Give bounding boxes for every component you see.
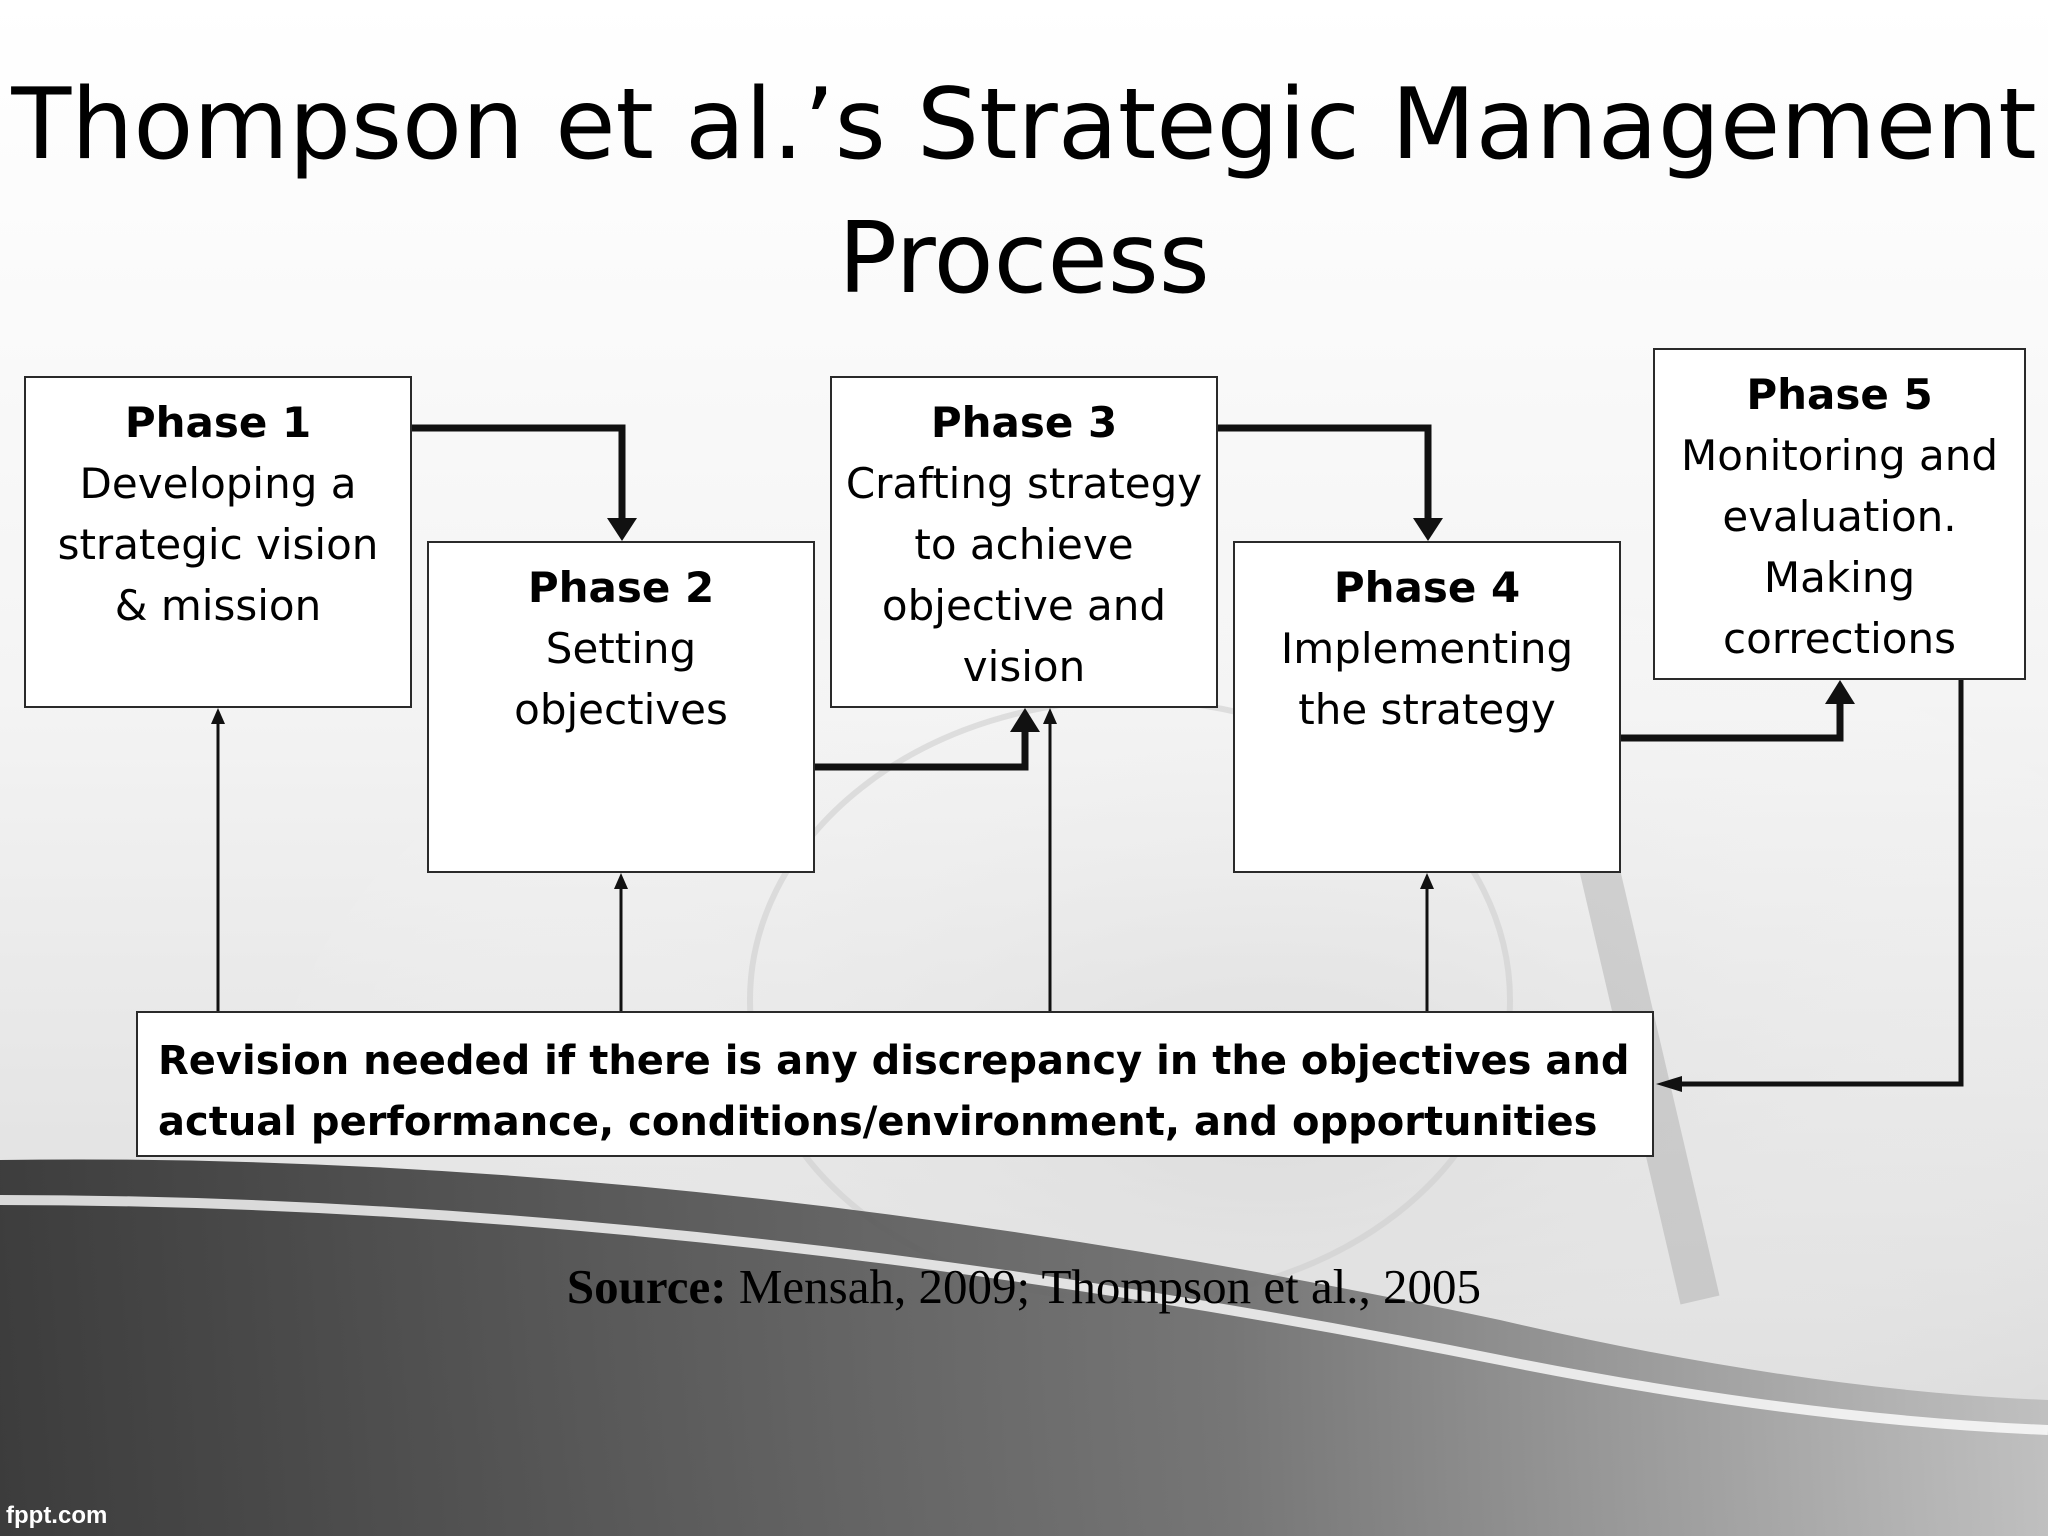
phase-4-text-line: the strategy bbox=[1298, 685, 1556, 734]
slide-title: Thompson et al.’s Strategic Management P… bbox=[0, 58, 2048, 326]
phase-1-text-line: strategic vision bbox=[57, 520, 379, 569]
slide-title-line-2: Process bbox=[838, 202, 1210, 316]
phase-2-title: Phase 2 bbox=[527, 563, 715, 612]
phase-3-box: Phase 3 Crafting strategy to achieve obj… bbox=[830, 376, 1218, 708]
source-citation: Source: Mensah, 2009; Thompson et al., 2… bbox=[0, 1258, 2048, 1315]
phase-3-text-line: vision bbox=[962, 642, 1086, 691]
footer-brand: fppt.com bbox=[6, 1502, 108, 1529]
phase-3-title: Phase 3 bbox=[930, 398, 1118, 447]
slide-title-line-1: Thompson et al.’s Strategic Management bbox=[11, 68, 2037, 182]
phase-3-text-line: to achieve bbox=[914, 520, 1134, 569]
phase-4-title: Phase 4 bbox=[1333, 563, 1521, 612]
phase-5-text-line: corrections bbox=[1723, 614, 1956, 663]
revision-box: Revision needed if there is any discrepa… bbox=[136, 1011, 1654, 1157]
phase-2-box: Phase 2 Setting objectives bbox=[427, 541, 815, 873]
phase-1-text-line: & mission bbox=[114, 581, 322, 630]
phase-5-text-line: evaluation. bbox=[1722, 492, 1957, 541]
revision-text-line-2: actual performance, conditions/environme… bbox=[158, 1099, 1598, 1145]
phase-5-text-line: Making bbox=[1763, 553, 1916, 602]
phase-1-text-line: Developing a bbox=[79, 459, 357, 508]
phase-4-box: Phase 4 Implementing the strategy bbox=[1233, 541, 1621, 873]
source-text: Mensah, 2009; Thompson et al., 2005 bbox=[726, 1259, 1482, 1314]
revision-text-line-1: Revision needed if there is any discrepa… bbox=[158, 1038, 1630, 1084]
phase-5-box: Phase 5 Monitoring and evaluation. Makin… bbox=[1653, 348, 2026, 680]
phase-5-text-line: Monitoring and bbox=[1681, 431, 1998, 480]
phase-1-title: Phase 1 bbox=[124, 398, 312, 447]
phase-2-text-line: Setting bbox=[545, 624, 697, 673]
phase-4-text-line: Implementing bbox=[1280, 624, 1574, 673]
phase-1-box: Phase 1 Developing a strategic vision & … bbox=[24, 376, 412, 708]
source-label: Source: bbox=[566, 1259, 727, 1314]
phase-3-text-line: objective and bbox=[881, 581, 1167, 630]
phase-3-text-line: Crafting strategy bbox=[845, 459, 1203, 508]
phase-2-text-line: objectives bbox=[514, 685, 728, 734]
phase-5-title: Phase 5 bbox=[1746, 370, 1933, 419]
